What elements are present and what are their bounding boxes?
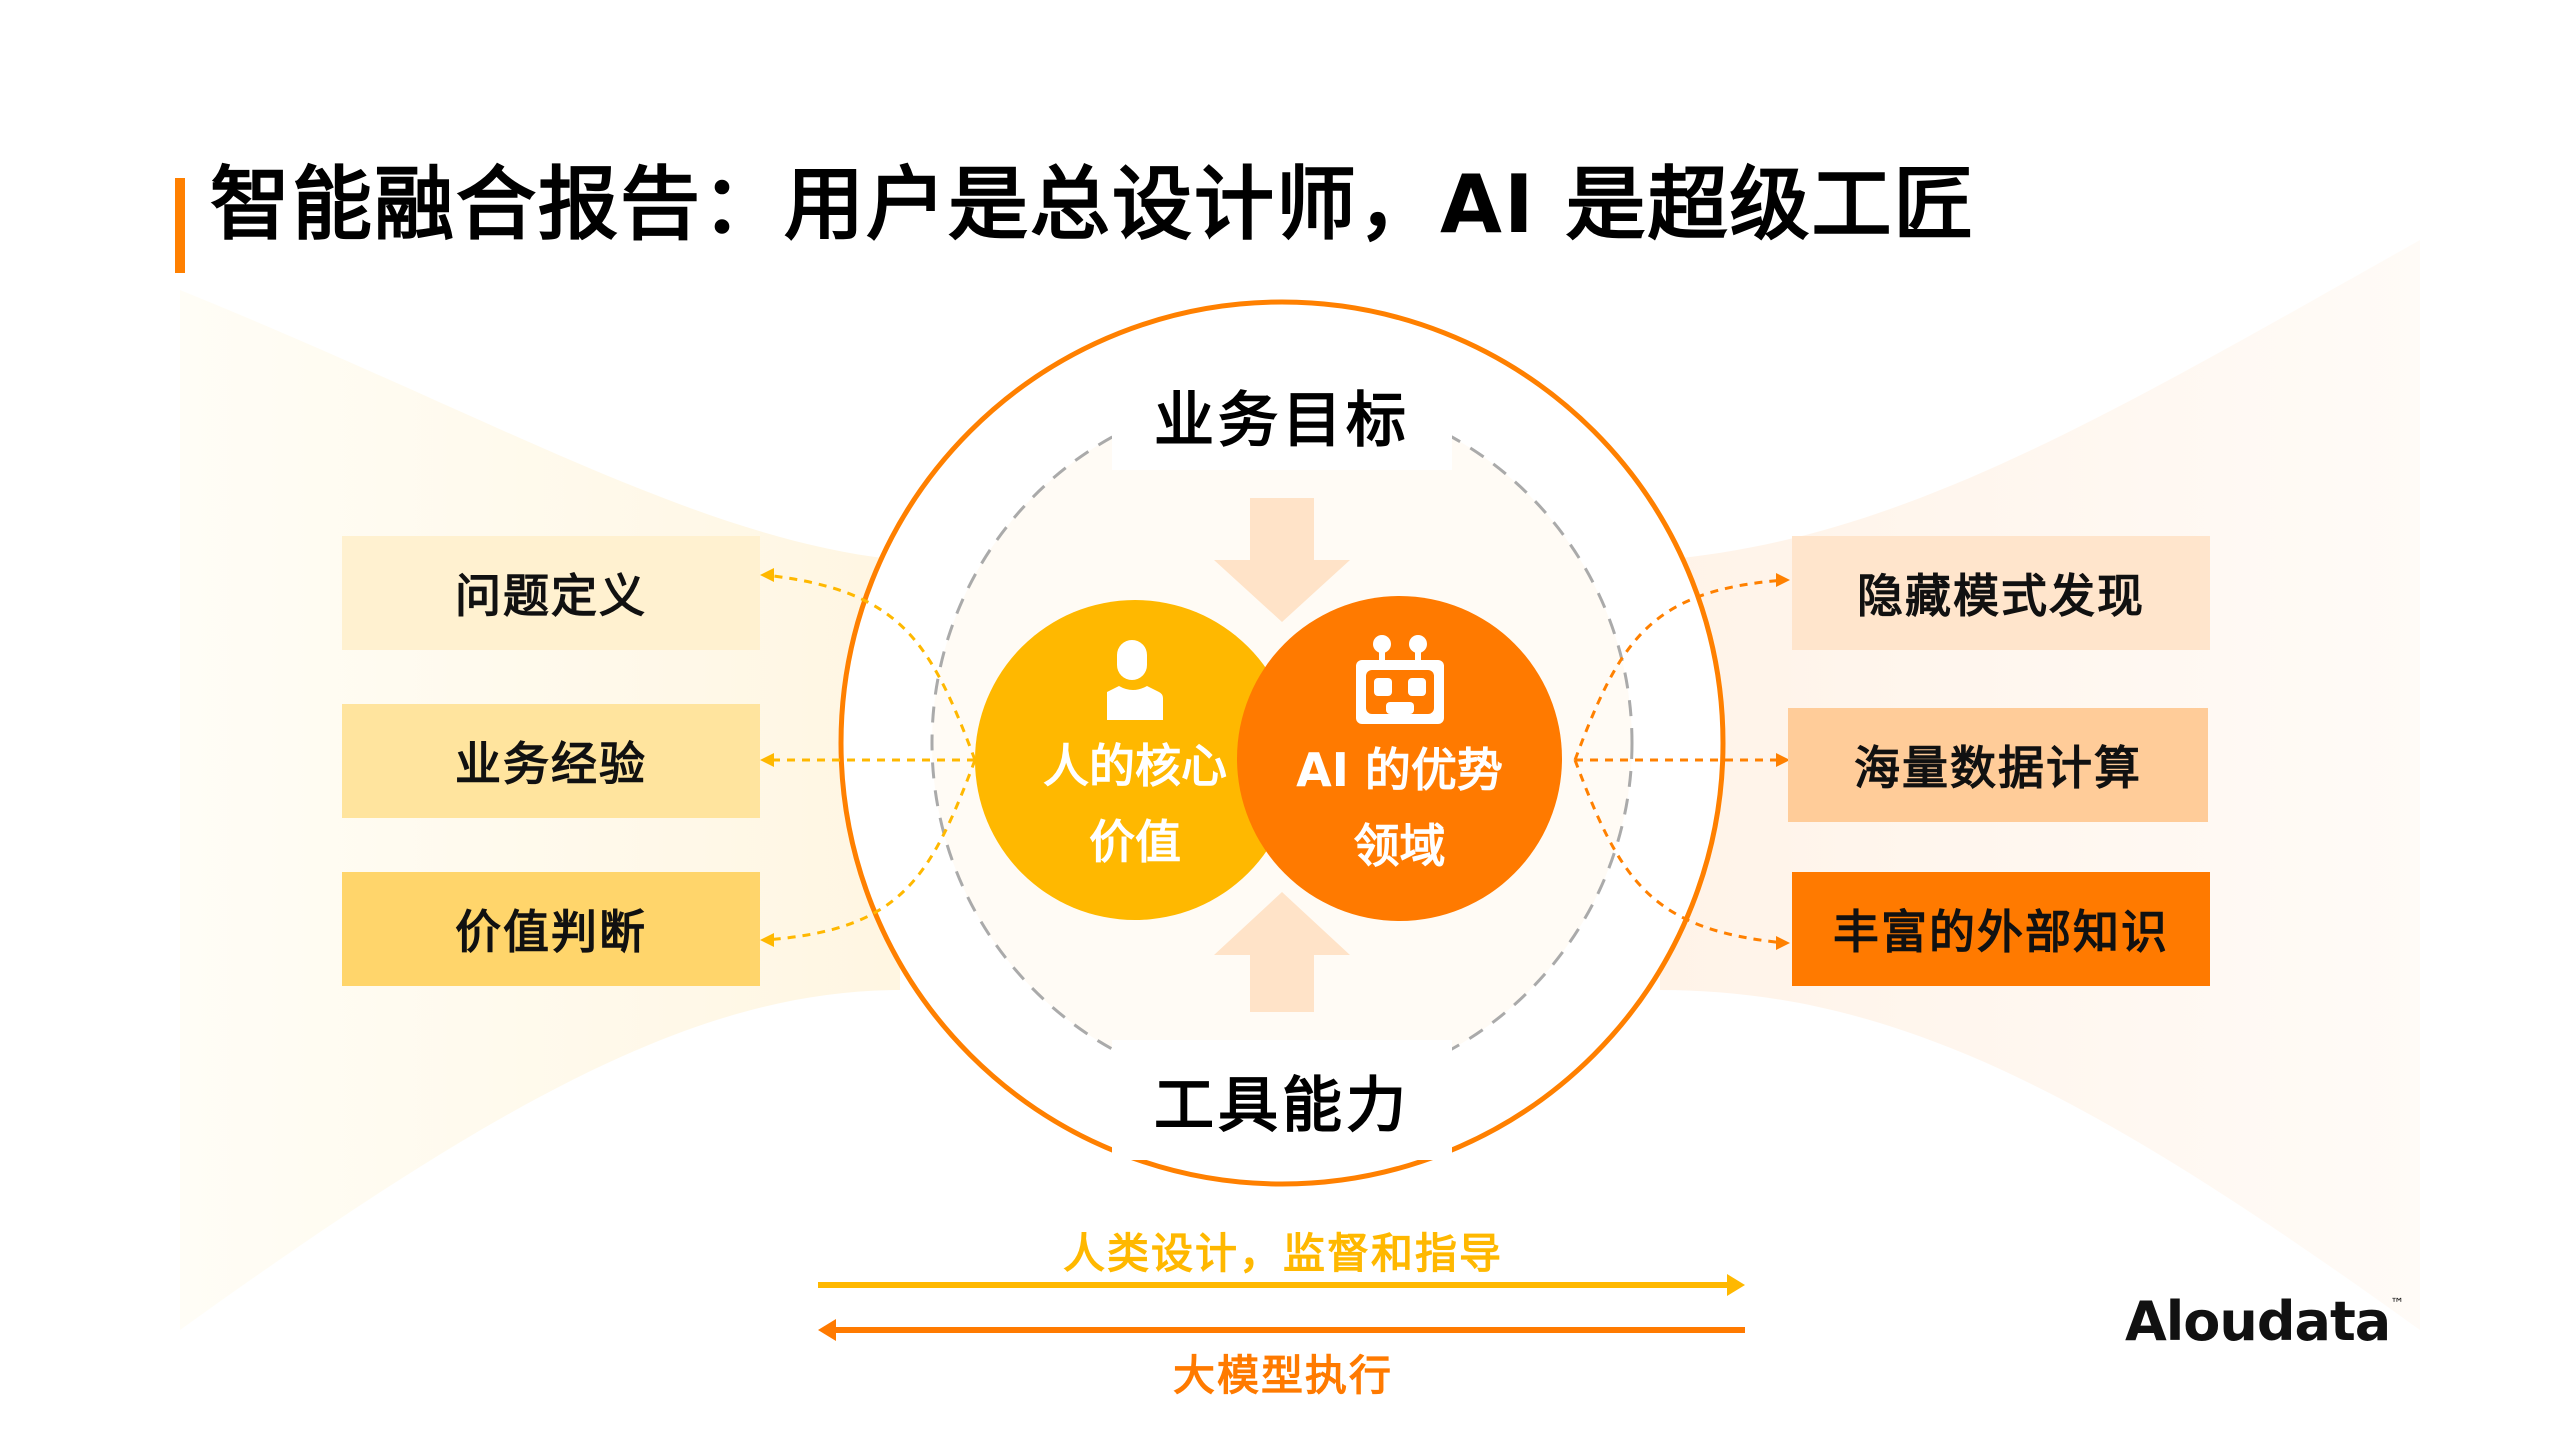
ai-strength-line1: AI 的优势 bbox=[1296, 742, 1503, 797]
aloudata-logo: Aloudata™ bbox=[2125, 1290, 2404, 1353]
right-item-external-knowledge: 丰富的外部知识 bbox=[1792, 872, 2210, 986]
right-item-label: 隐藏模式发现 bbox=[1857, 569, 2145, 623]
left-item-business-experience: 业务经验 bbox=[342, 704, 760, 818]
left-item-label: 价值判断 bbox=[455, 905, 647, 959]
forward-flow-label: 人类设计，监督和指导 bbox=[1062, 1229, 1503, 1278]
ai-strength-line2: 领域 bbox=[1353, 818, 1446, 873]
right-item-massive-computation: 海量数据计算 bbox=[1788, 708, 2208, 822]
left-item-label: 业务经验 bbox=[455, 737, 647, 791]
left-item-problem-definition: 问题定义 bbox=[342, 536, 760, 650]
flow-section: 人类设计，监督和指导 大模型执行 bbox=[818, 1220, 1748, 1400]
tool-capability-text: 工具能力 bbox=[1154, 1070, 1410, 1141]
right-item-hidden-patterns: 隐藏模式发现 bbox=[1792, 536, 2210, 650]
robot-icon bbox=[1355, 634, 1444, 724]
person-icon bbox=[1107, 640, 1163, 720]
ai-strength-circle: AI 的优势 领域 bbox=[1237, 596, 1562, 921]
title-accent-bar bbox=[175, 178, 185, 273]
right-item-label: 海量数据计算 bbox=[1854, 741, 2142, 795]
trademark-mark: ™ bbox=[2390, 1296, 2404, 1312]
left-item-value-judgment: 价值判断 bbox=[342, 872, 760, 986]
page-title: 智能融合报告：用户是总设计师，AI 是超级工匠 bbox=[210, 158, 1976, 251]
left-item-label: 问题定义 bbox=[455, 569, 647, 623]
backward-flow-label: 大模型执行 bbox=[1172, 1351, 1393, 1400]
logo-text: Aloudata bbox=[2125, 1290, 2391, 1353]
human-value-line1: 人的核心 bbox=[1043, 739, 1227, 793]
tool-capability-label: 工具能力 bbox=[1112, 1040, 1452, 1160]
human-value-line2: 价值 bbox=[1089, 815, 1181, 869]
business-goal-text: 业务目标 bbox=[1154, 385, 1410, 456]
business-goal-label: 业务目标 bbox=[1112, 360, 1452, 470]
right-item-label: 丰富的外部知识 bbox=[1833, 905, 2169, 959]
